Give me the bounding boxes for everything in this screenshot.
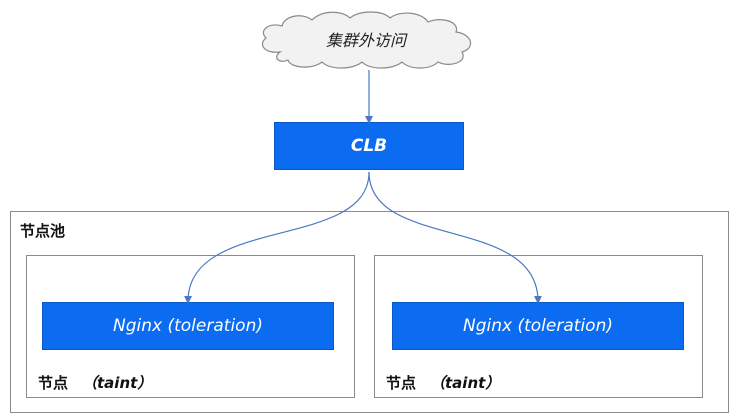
clb-box: CLB	[274, 122, 464, 170]
node-name-left: 节点	[38, 374, 69, 392]
nginx-pod-left: Nginx (toleration)	[42, 302, 334, 350]
node-label-left: 节点 （taint）	[38, 372, 152, 393]
node-label-right: 节点 （taint）	[386, 372, 500, 393]
node-pool-label: 节点池	[20, 222, 66, 240]
cloud-outline	[261, 11, 472, 69]
node-name-right: 节点	[386, 374, 417, 392]
external-access-label: 集群外访问	[325, 31, 406, 50]
cloud-shape	[261, 11, 472, 69]
node-taint-left: （taint）	[82, 374, 153, 392]
nginx-pod-right: Nginx (toleration)	[392, 302, 684, 350]
node-taint-right: （taint）	[430, 374, 501, 392]
